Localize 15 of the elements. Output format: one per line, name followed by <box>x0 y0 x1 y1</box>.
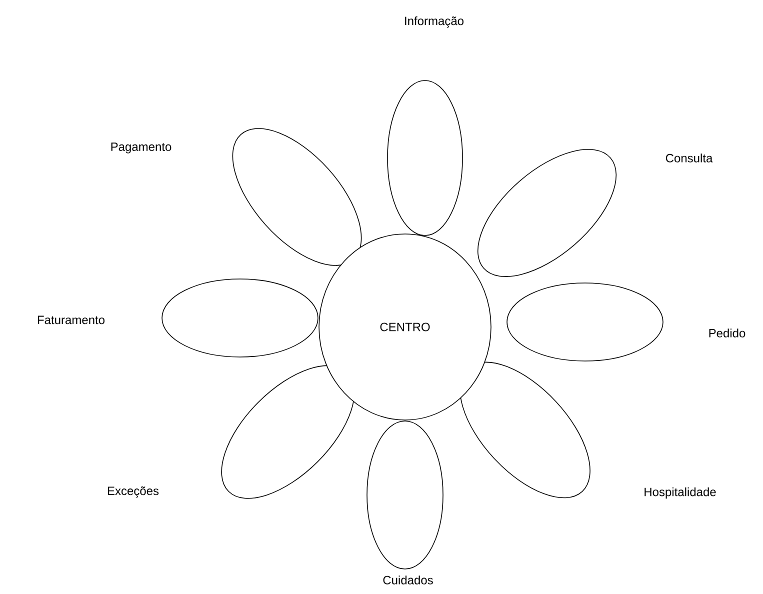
petal <box>387 80 463 236</box>
petal-label: Faturamento <box>38 316 104 324</box>
petal <box>221 365 355 499</box>
petal-label: Pagamento <box>111 142 172 154</box>
petal <box>162 278 318 358</box>
petal-label: Exceções <box>108 486 159 498</box>
petal <box>460 362 590 498</box>
petal-label: Pedido <box>709 328 746 338</box>
petal <box>366 420 444 570</box>
petal <box>506 282 664 362</box>
petal <box>477 149 617 277</box>
petal-label: Informação <box>405 16 464 28</box>
petal-label: Consulta <box>666 154 713 162</box>
petal-label: Hospitalidade <box>644 487 716 499</box>
petal <box>232 128 362 266</box>
